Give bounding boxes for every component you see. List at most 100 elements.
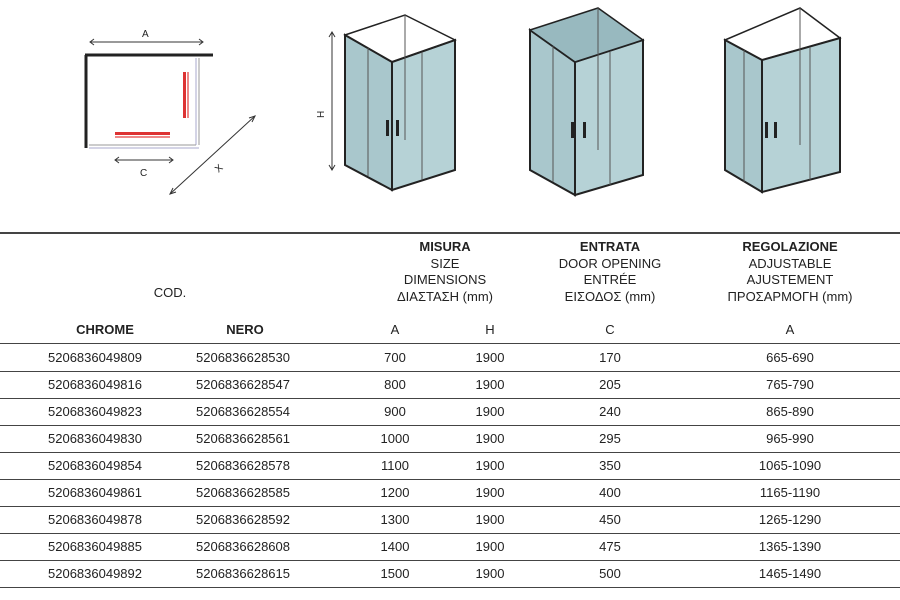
shower-enclosure-corner-3 <box>723 7 842 194</box>
cell-nero: 5206836628554 <box>196 404 290 419</box>
regolazione-line2: ADJUSTABLE <box>748 255 832 271</box>
cell-c: 295 <box>599 431 621 446</box>
cell-a: 1000 <box>380 431 410 446</box>
cell-a: 1400 <box>380 539 410 554</box>
regolazione-line3: AJUSTEMENT <box>746 272 834 287</box>
table-row: 5206836049809 5206836628530 700 1900 170… <box>0 344 900 371</box>
cell-a: 800 <box>384 377 406 392</box>
cell-nero: 5206836628561 <box>196 431 290 446</box>
cell-nero: 5206836628608 <box>196 539 290 554</box>
cell-chrome: 5206836049885 <box>48 539 142 554</box>
cell-chrome: 5206836049878 <box>48 512 142 527</box>
misura-line2: SIZE <box>430 255 460 271</box>
col-a: A <box>390 322 400 337</box>
row-rule <box>0 452 900 453</box>
row-rule <box>0 533 900 534</box>
col-c: C <box>605 322 615 337</box>
cell-adj: 1465-1490 <box>758 566 822 581</box>
cell-a: 1500 <box>380 566 410 581</box>
cell-c: 475 <box>599 539 621 554</box>
shower-enclosure-corner-2 <box>528 7 645 197</box>
cell-adj: 1365-1390 <box>758 539 822 554</box>
header-rule <box>0 343 900 344</box>
misura-line1: MISURA <box>419 239 471 254</box>
cell-c: 500 <box>599 566 621 581</box>
cell-h: 1900 <box>475 404 505 419</box>
cell-c: 350 <box>599 458 621 473</box>
cell-nero: 5206836628615 <box>196 566 290 581</box>
entrata-line2: DOOR OPENING <box>558 255 662 271</box>
plan-label-c: C <box>140 168 147 179</box>
entrata-line3: ENTRÉE <box>583 272 637 287</box>
row-rule <box>0 587 900 588</box>
cell-nero: 5206836628578 <box>196 458 290 473</box>
misura-header: MISURA SIZE DIMENSIONS ΔΙΑΣΤΑΣΗ (mm) <box>365 239 525 305</box>
table-row: 5206836049854 5206836628578 1100 1900 35… <box>0 452 900 479</box>
cell-h: 1900 <box>475 350 505 365</box>
table-top-rule <box>0 232 900 234</box>
cell-c: 400 <box>599 485 621 500</box>
cell-adj: 665-690 <box>766 350 814 365</box>
cod-label: COD. <box>153 285 187 300</box>
table-row: 5206836049878 5206836628592 1300 1900 45… <box>0 506 900 533</box>
row-rule <box>0 425 900 426</box>
col-nero: NERO <box>226 322 264 337</box>
row-rule <box>0 479 900 480</box>
cell-nero: 5206836628592 <box>196 512 290 527</box>
cell-adj: 965-990 <box>766 431 814 446</box>
cell-a: 1300 <box>380 512 410 527</box>
row-rule <box>0 371 900 372</box>
row-rule <box>0 506 900 507</box>
plan-label-x: X <box>213 162 226 175</box>
cell-chrome: 5206836049830 <box>48 431 142 446</box>
cell-c: 170 <box>599 350 621 365</box>
cell-chrome: 5206836049861 <box>48 485 142 500</box>
cell-h: 1900 <box>475 431 505 446</box>
cell-adj: 765-790 <box>766 377 814 392</box>
row-rule <box>0 560 900 561</box>
cell-chrome: 5206836049823 <box>48 404 142 419</box>
table-row: 5206836049892 5206836628615 1500 1900 50… <box>0 560 900 587</box>
cell-h: 1900 <box>475 458 505 473</box>
entrata-line4: ΕΙΣΟΔΟΣ (mm) <box>564 288 656 304</box>
shower-label-h: H <box>316 111 327 118</box>
regolazione-line4: ΠΡΟΣΑΡΜΟΓΗ (mm) <box>727 288 853 304</box>
cell-nero: 5206836628585 <box>196 485 290 500</box>
cell-c: 240 <box>599 404 621 419</box>
cell-chrome: 5206836049816 <box>48 377 142 392</box>
cell-a: 1100 <box>381 458 409 473</box>
cell-a: 1200 <box>380 485 410 500</box>
cell-adj: 1165-1190 <box>759 485 821 500</box>
cell-chrome: 5206836049892 <box>48 566 142 581</box>
cell-adj: 1265-1290 <box>758 512 822 527</box>
table-row: 5206836049823 5206836628554 900 1900 240… <box>0 398 900 425</box>
cell-chrome: 5206836049809 <box>48 350 142 365</box>
entrata-header: ENTRATA DOOR OPENING ENTRÉE ΕΙΣΟΔΟΣ (mm) <box>535 239 685 305</box>
cell-nero: 5206836628547 <box>196 377 290 392</box>
regolazione-line1: REGOLAZIONE <box>742 239 838 254</box>
shower-enclosure-corner-1: H <box>316 14 457 192</box>
cell-nero: 5206836628530 <box>196 350 290 365</box>
cell-adj: 865-890 <box>766 404 814 419</box>
row-rule <box>0 398 900 399</box>
table-row: 5206836049816 5206836628547 800 1900 205… <box>0 371 900 398</box>
misura-line4: ΔΙΑΣΤΑΣΗ (mm) <box>396 288 493 304</box>
cell-a: 900 <box>384 404 406 419</box>
cell-c: 450 <box>599 512 621 527</box>
cell-chrome: 5206836049854 <box>48 458 142 473</box>
table-row: 5206836049830 5206836628561 1000 1900 29… <box>0 425 900 452</box>
cell-a: 700 <box>384 350 406 365</box>
col-h: H <box>485 322 495 337</box>
table-row: 5206836049861 5206836628585 1200 1900 40… <box>0 479 900 506</box>
regolazione-header: REGOLAZIONE ADJUSTABLE AJUSTEMENT ΠΡΟΣΑΡ… <box>705 239 875 305</box>
cell-adj: 1065-1090 <box>758 458 822 473</box>
entrata-line1: ENTRATA <box>579 239 641 254</box>
table-row: 5206836049885 5206836628608 1400 1900 47… <box>0 533 900 560</box>
plan-diagram: A C X <box>84 29 256 195</box>
col-adj: A <box>785 322 795 337</box>
plan-label-a: A <box>142 29 149 40</box>
misura-line3: DIMENSIONS <box>403 272 487 287</box>
cell-h: 1900 <box>475 566 505 581</box>
cell-c: 205 <box>599 377 621 392</box>
cell-h: 1900 <box>475 512 505 527</box>
